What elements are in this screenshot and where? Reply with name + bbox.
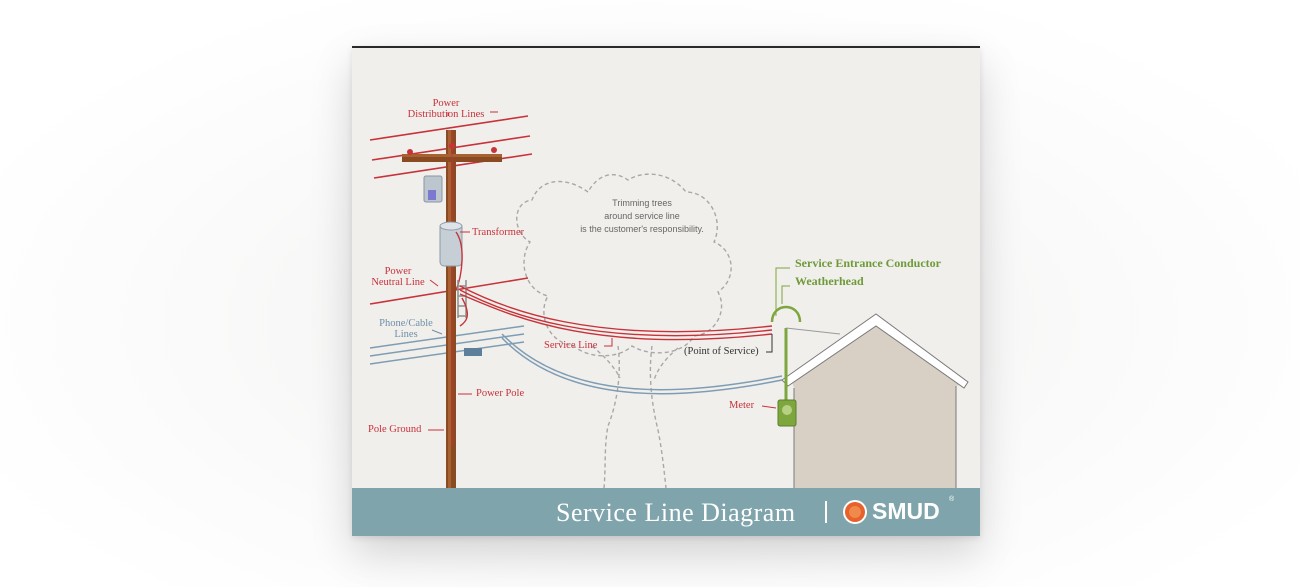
service-line-text: Service Line: [544, 340, 598, 351]
power-pole: [402, 130, 502, 488]
title-banner: Service Line Diagram SMUD ®: [352, 488, 980, 536]
house: [781, 313, 969, 488]
label-service-line: Service Line: [544, 340, 597, 351]
service-entrance-conductor: [770, 305, 841, 406]
service-line-diagram-card: Power Distribution Lines Transformer Pow…: [352, 46, 980, 536]
card-top-border: [352, 46, 980, 48]
label-meter: Meter: [729, 400, 754, 411]
meter-text: Meter: [729, 400, 755, 411]
tree-trimming-note: Trimming trees around service line is th…: [552, 197, 732, 236]
label-point-of-service: (Point of Service): [684, 346, 759, 357]
label-weatherhead: Weatherhead: [795, 274, 864, 288]
tree-outline: [516, 173, 732, 488]
power-pole-text: Power Pole: [476, 388, 525, 399]
cable-junction-box: [464, 348, 482, 356]
phone-cable-lines-text: Phone/Cable Lines: [379, 318, 433, 340]
tree-trimming-note-text: Trimming trees around service line is th…: [580, 198, 704, 234]
brand-name: SMUD: [872, 498, 940, 524]
label-transformer: Transformer: [472, 227, 524, 238]
cutout-fuse: [423, 175, 443, 203]
banner-divider: [825, 501, 827, 523]
service-entrance-conductor-text: Service Entrance Conductor: [795, 256, 941, 270]
label-service-entrance-conductor: Service Entrance Conductor: [795, 256, 941, 270]
power-distribution-lines-text: Power Distribution Lines: [407, 98, 485, 120]
label-pole-ground: Pole Ground: [368, 424, 421, 435]
diagram-title: Service Line Diagram: [556, 498, 796, 527]
label-power-distribution-lines: Power Distribution Lines: [400, 98, 492, 120]
pole-ground-text: Pole Ground: [368, 424, 422, 435]
power-neutral-line-text: Power Neutral Line: [371, 266, 425, 288]
label-power-pole: Power Pole: [476, 388, 524, 399]
weatherhead-text: Weatherhead: [795, 274, 864, 288]
smud-logo-icon: [843, 500, 867, 524]
diagram-artwork: [369, 111, 969, 488]
label-power-neutral-line: Power Neutral Line: [366, 266, 430, 288]
transformer-text: Transformer: [472, 227, 525, 238]
point-of-service-text: (Point of Service): [684, 346, 759, 357]
pole-steps: [457, 280, 467, 318]
label-phone-cable-lines: Phone/Cable Lines: [374, 318, 438, 340]
service-line-drop: [459, 285, 773, 341]
registered-mark: ®: [949, 496, 955, 503]
